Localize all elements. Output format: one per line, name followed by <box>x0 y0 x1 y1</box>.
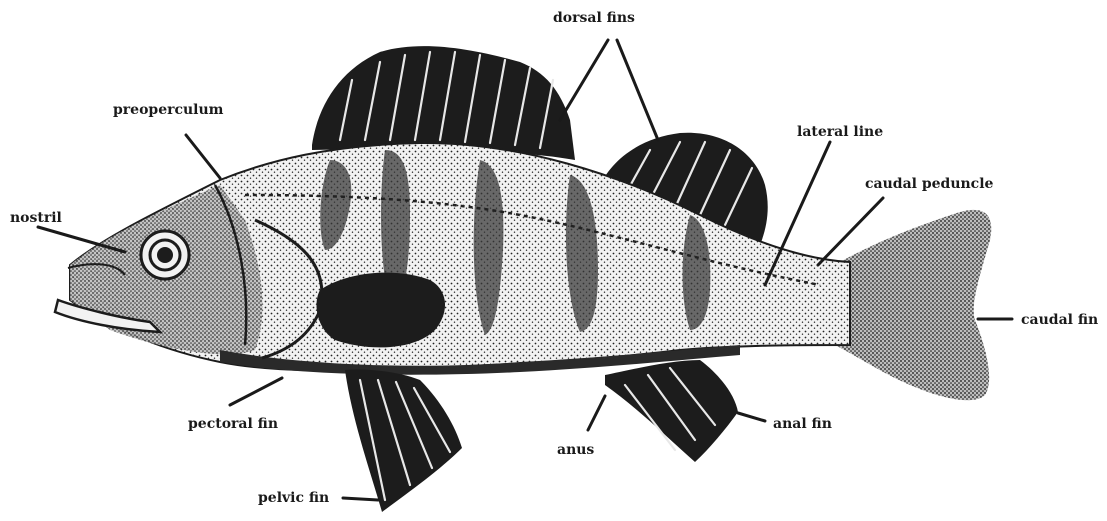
label-preoperculum: preoperculum <box>113 102 224 118</box>
leader-dorsal-fins-2 <box>617 40 658 140</box>
label-lateral-line: lateral line <box>797 124 883 140</box>
leader-dorsal-fins-1 <box>560 40 608 120</box>
pectoral-fin-shape <box>316 273 445 348</box>
leader-pectoral-fin <box>230 378 282 405</box>
label-nostril: nostril <box>10 210 62 226</box>
label-anus: anus <box>557 442 594 458</box>
anal-fin-shape <box>605 360 738 462</box>
label-anal-fin: anal fin <box>773 416 832 432</box>
leader-preoperculum <box>186 135 220 178</box>
label-caudal-peduncle: caudal peduncle <box>865 176 994 192</box>
label-dorsal-fins: dorsal fins <box>553 10 635 26</box>
pelvic-fin-shape <box>345 369 462 512</box>
leader-anal-fin <box>738 413 765 421</box>
leader-anus <box>588 396 605 430</box>
leader-pelvic-fin <box>343 498 378 500</box>
caudal-fin-shape <box>835 210 991 400</box>
label-pelvic-fin: pelvic fin <box>258 490 329 506</box>
label-pectoral-fin: pectoral fin <box>188 416 278 432</box>
label-caudal-fin: caudal fin <box>1021 312 1098 328</box>
